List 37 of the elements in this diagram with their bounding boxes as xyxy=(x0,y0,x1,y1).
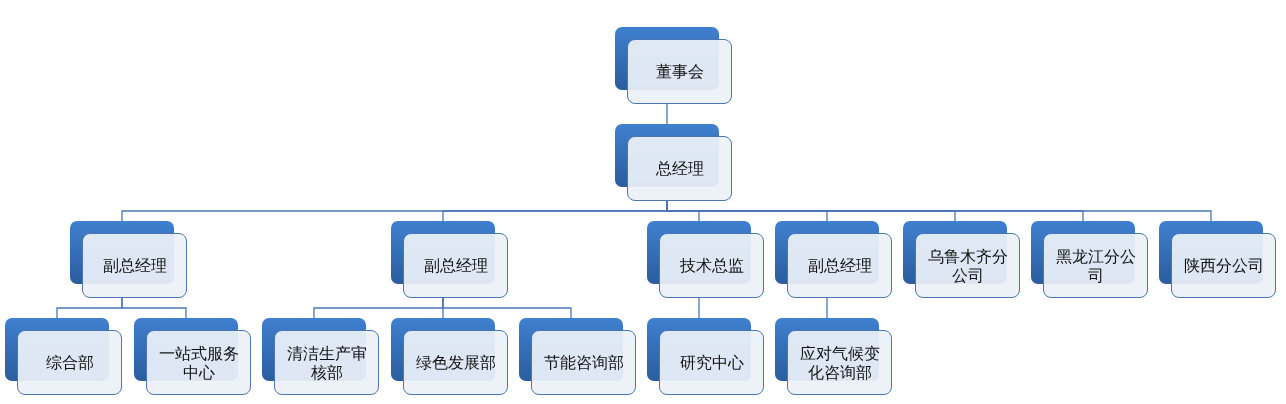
box-label: 技术总监 xyxy=(678,256,745,275)
org-box xyxy=(391,221,508,298)
org-box xyxy=(615,124,732,201)
org-box xyxy=(70,221,187,298)
org-box xyxy=(647,221,764,298)
box-label: 副总经理 xyxy=(101,256,168,275)
box-label: 总经理 xyxy=(654,159,705,178)
connector-line xyxy=(121,297,187,319)
connector-line xyxy=(826,297,828,319)
org-box xyxy=(775,318,892,395)
org-box xyxy=(615,27,732,104)
box-label: 董事会 xyxy=(654,62,705,81)
box-label: 陕西分公司 xyxy=(1182,256,1265,275)
org-box xyxy=(5,318,122,395)
box-label: 一站式服务中心 xyxy=(157,343,240,382)
box-label: 清洁生产审核部 xyxy=(285,343,368,382)
connector-line xyxy=(698,297,700,319)
box-label: 乌鲁木齐分公司 xyxy=(926,246,1009,285)
org-box xyxy=(1031,221,1148,298)
org-box xyxy=(519,318,636,395)
box-label: 研究中心 xyxy=(678,353,745,372)
box-label: 节能咨询部 xyxy=(542,353,625,372)
org-box xyxy=(903,221,1020,298)
org-box xyxy=(262,318,379,395)
org-box xyxy=(391,318,508,395)
connector-line xyxy=(442,297,572,319)
connector-line xyxy=(666,103,668,125)
org-box xyxy=(134,318,251,395)
box-label: 应对气候变化咨询部 xyxy=(798,343,881,382)
org-box xyxy=(647,318,764,395)
box-label: 绿色发展部 xyxy=(414,353,497,372)
box-label: 副总经理 xyxy=(806,256,873,275)
org-box xyxy=(775,221,892,298)
box-label: 综合部 xyxy=(44,353,95,372)
org-box xyxy=(1159,221,1276,298)
box-label: 副总经理 xyxy=(422,256,489,275)
box-label: 黑龙江分公司 xyxy=(1054,246,1137,285)
